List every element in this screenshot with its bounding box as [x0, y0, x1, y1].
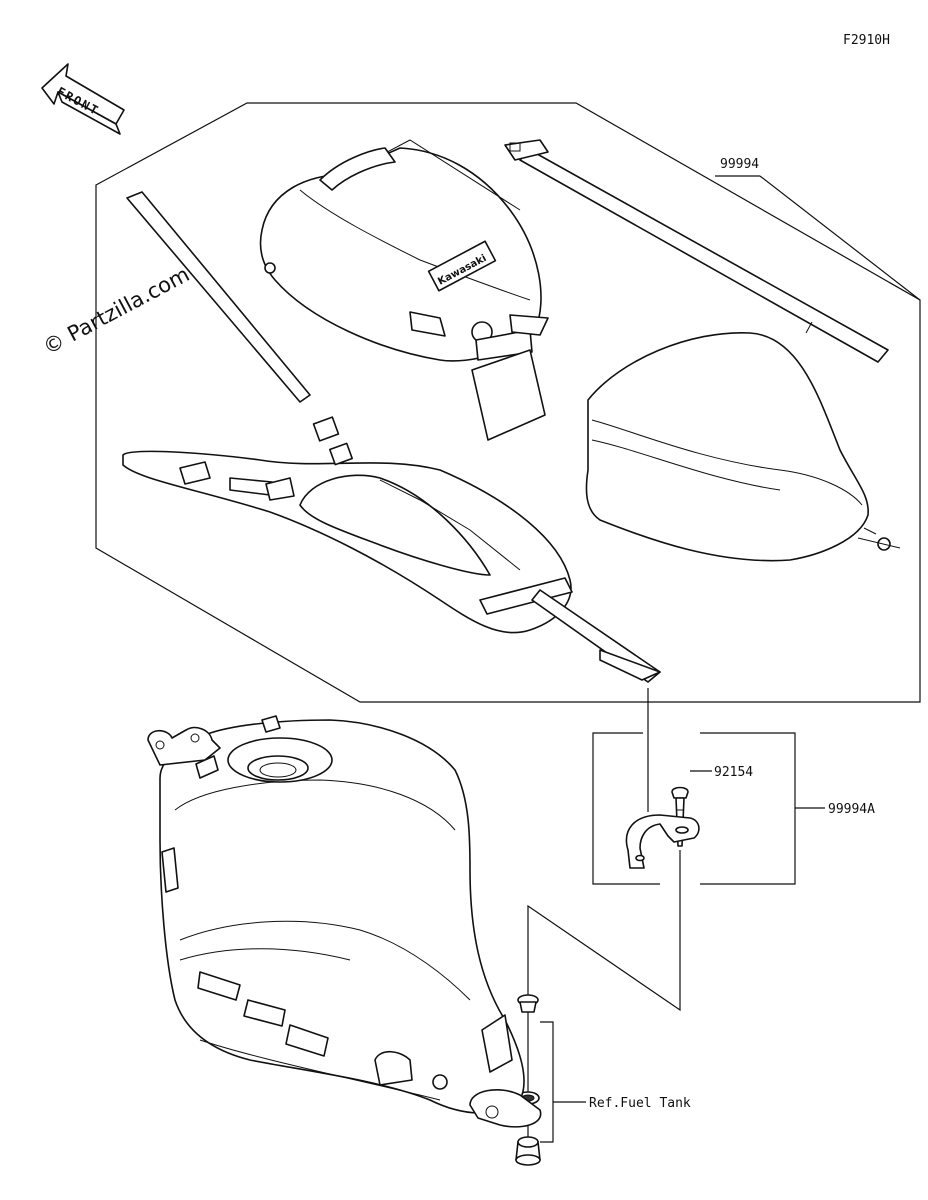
grommet-bottom — [515, 1136, 541, 1166]
callout-92154: 92154 — [714, 765, 753, 780]
watermark: © Partzilla.com — [39, 262, 193, 359]
strap-upper — [504, 139, 889, 363]
grommet-top — [517, 994, 539, 1164]
leader-bracket-grommet — [527, 850, 681, 1012]
callout-99994A: 99994A — [828, 802, 875, 817]
bracket-kit-box — [592, 732, 796, 885]
leader-99994-diag — [759, 175, 921, 301]
tank-bag: Kawasaki — [259, 139, 549, 441]
callout-99994: 99994 — [720, 157, 759, 172]
fuel-tank — [147, 715, 542, 1128]
bracket — [625, 814, 700, 869]
callout-fuel-tank: Ref.Fuel Tank — [589, 1096, 691, 1111]
figure-code: F2910H — [843, 33, 890, 48]
ref-bracket — [540, 1021, 554, 1143]
front-arrow-icon: FRONT — [41, 63, 125, 135]
tank-bag-harness — [122, 191, 661, 683]
kit-boundary — [95, 102, 921, 703]
seat-cover — [585, 332, 901, 562]
